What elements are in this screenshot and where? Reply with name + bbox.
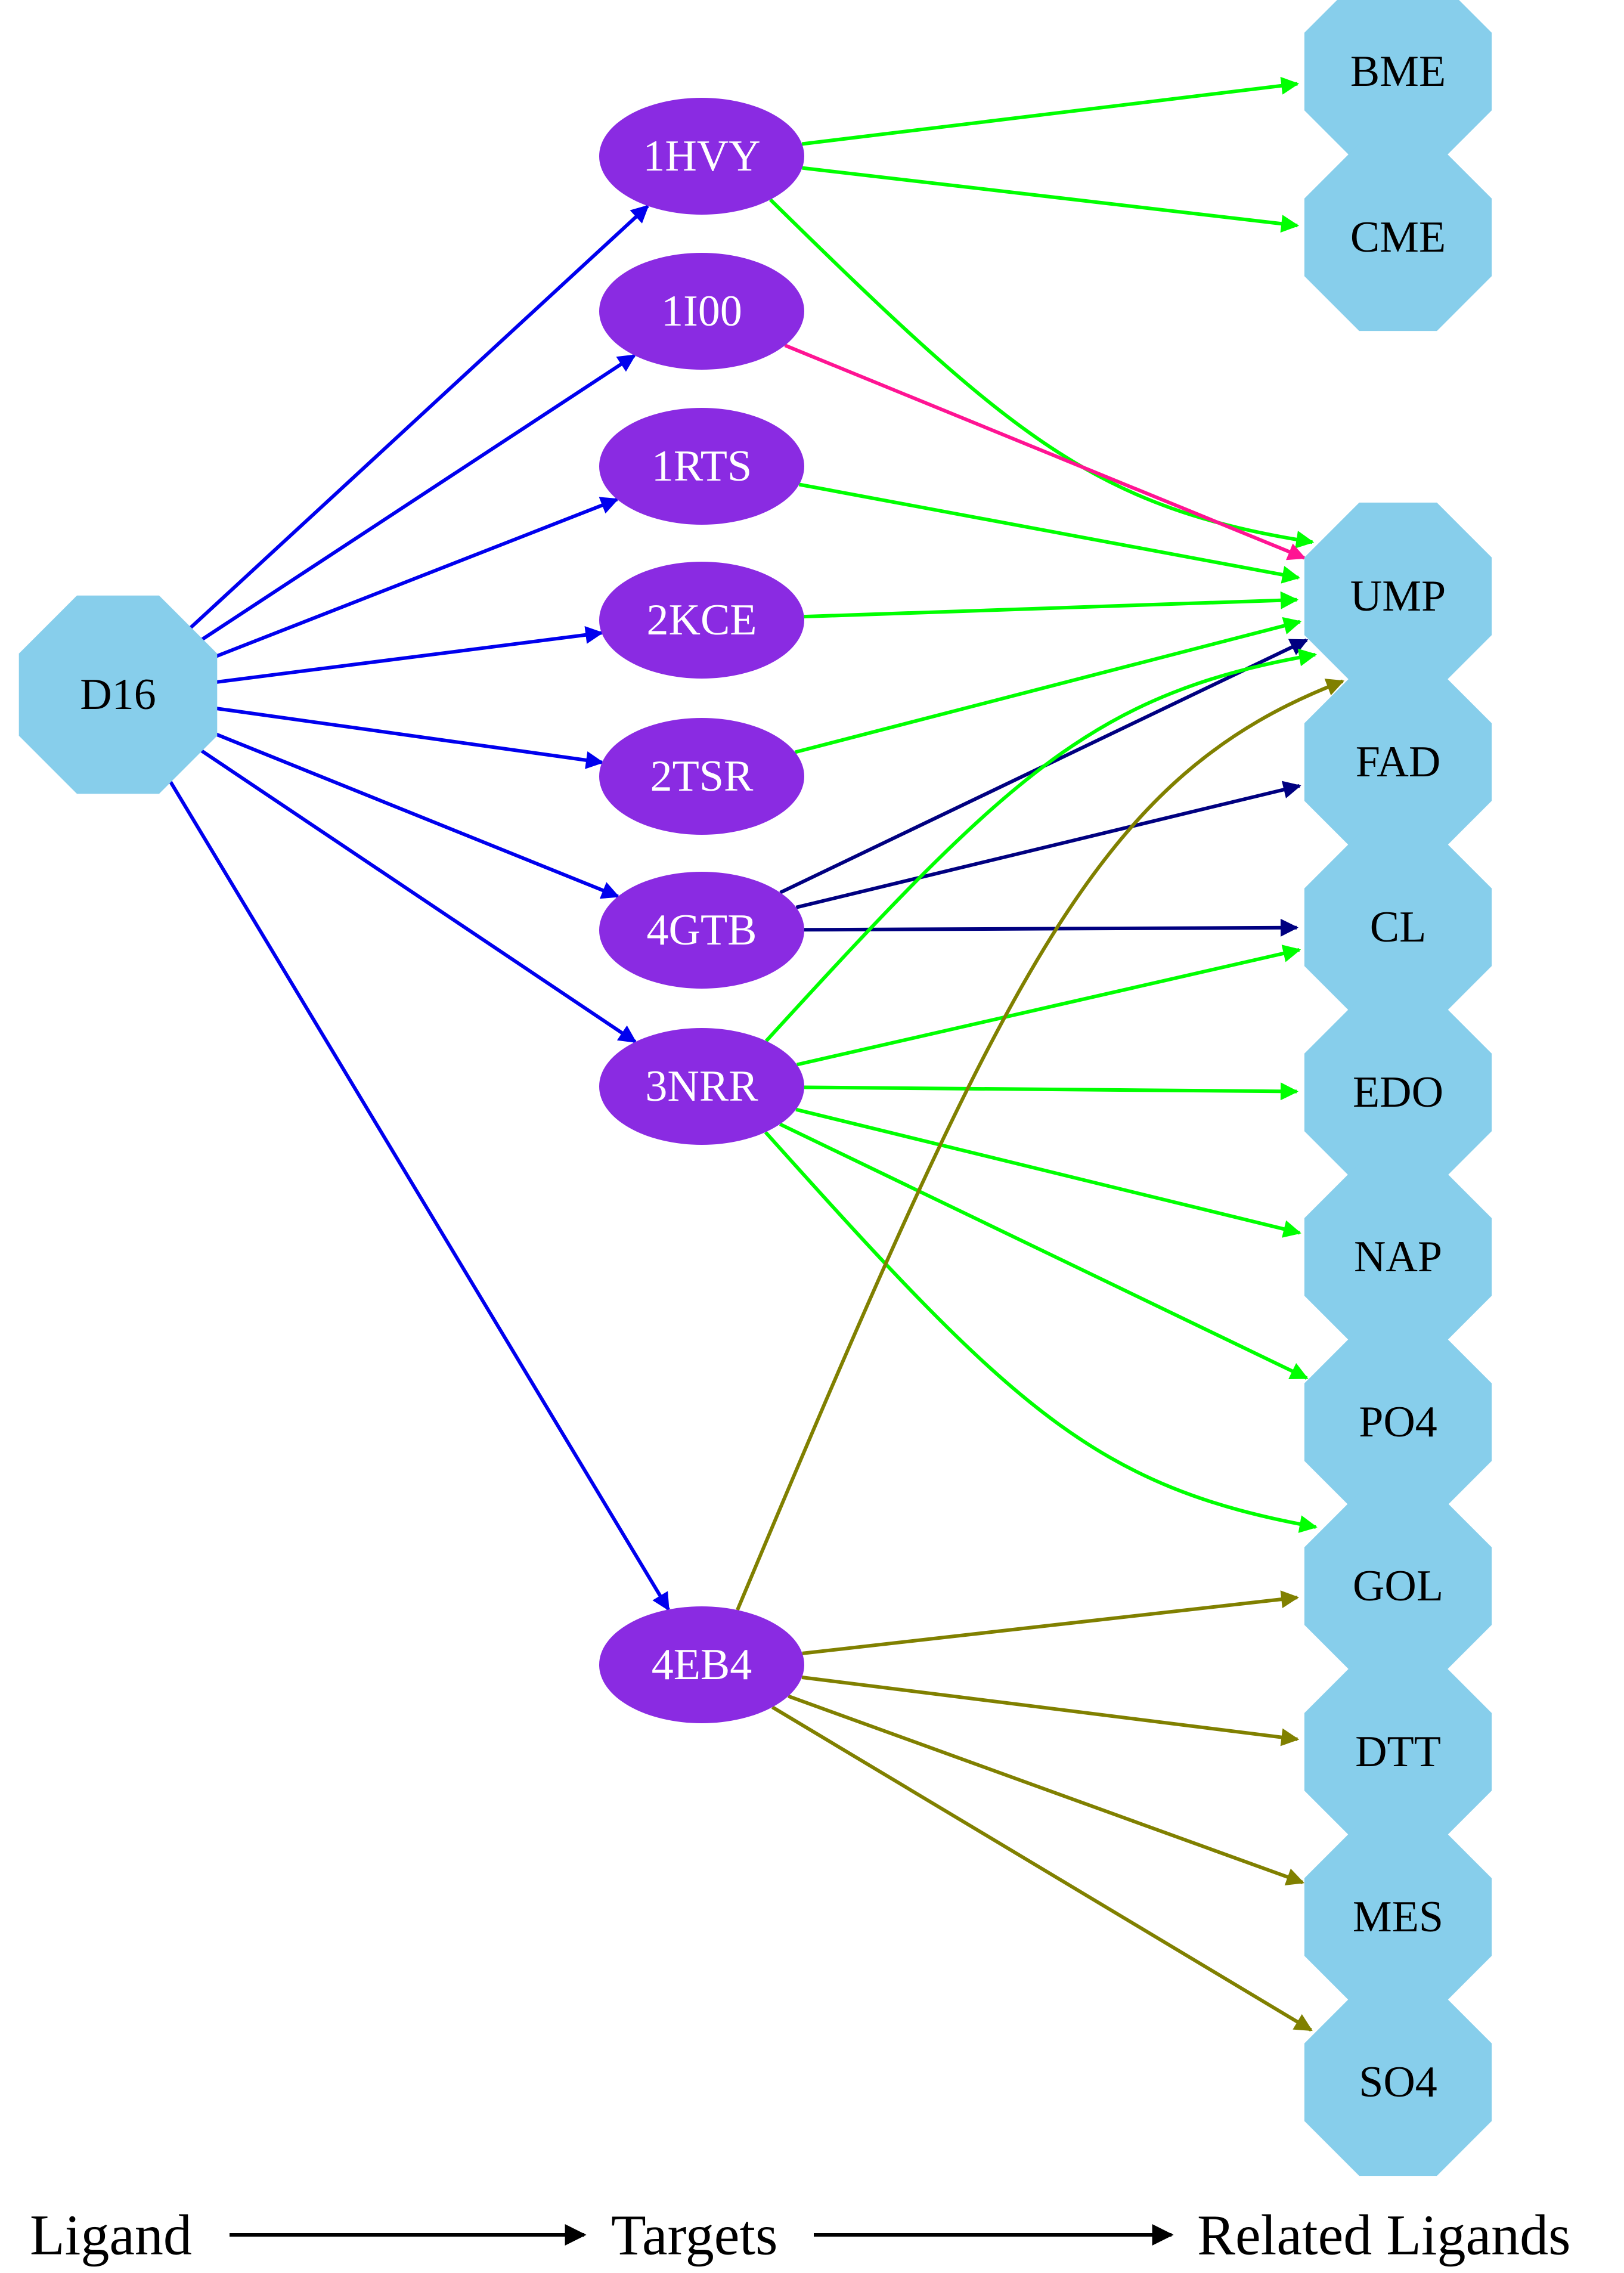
edge-1i00-to-ump	[784, 343, 1306, 560]
related-ligand-node-so4: SO4	[1304, 1988, 1492, 2176]
related-ligand-node-nap-label: NAP	[1354, 1233, 1442, 1281]
target-node-1hvy-label: 1HVY	[643, 132, 760, 181]
related-ligand-node-dtt-shape	[1304, 1658, 1492, 1846]
related-ligand-node-mes-label: MES	[1353, 1893, 1443, 1941]
legend: Ligand Targets Related Ligands	[30, 2203, 1570, 2267]
related-ligand-node-so4-shape	[1304, 1988, 1492, 2176]
target-node-1rts-shape	[599, 408, 804, 525]
related-ligand-node-po4: PO4	[1304, 1328, 1492, 1516]
target-node-1hvy-shape	[599, 98, 804, 215]
edge-3nrr-to-edo	[804, 1082, 1298, 1101]
target-node-2kce: 2KCE	[599, 562, 804, 679]
source-ligand-node: D16	[18, 595, 218, 794]
related-ligand-node-cme: CME	[1304, 143, 1492, 332]
legend-ligand-label: Ligand	[30, 2203, 192, 2267]
edge-4eb4-to-ump	[736, 679, 1345, 1611]
edge-d16-to-1i00	[176, 354, 636, 657]
edge-d16-to-4eb4	[153, 755, 670, 1611]
related-ligand-node-edo-shape	[1304, 998, 1492, 1187]
target-node-1rts-label: 1RTS	[652, 442, 752, 491]
related-ligand-node-fad-label: FAD	[1356, 738, 1441, 786]
target-node-2tsr-shape	[599, 718, 804, 835]
target-node-3nrr-label: 3NRR	[645, 1062, 758, 1111]
target-node-4gtb-label: 4GTB	[647, 906, 757, 955]
related-ligand-node-so4-label: SO4	[1359, 2058, 1437, 2107]
related-ligand-node-bme-label: BME	[1350, 47, 1446, 96]
related-ligand-node-cl-shape	[1304, 833, 1492, 1021]
related-ligand-node-bme: BME	[1304, 0, 1492, 166]
target-node-2tsr-label: 2TSR	[650, 752, 754, 801]
target-node-1hvy: 1HVY	[599, 98, 804, 215]
target-node-3nrr-shape	[599, 1028, 804, 1145]
edge-2kce-to-ump	[804, 591, 1299, 619]
related-ligand-node-ump-shape	[1304, 502, 1492, 690]
related-ligand-node-nap: NAP	[1304, 1163, 1492, 1351]
edge-d16-to-2tsr	[188, 702, 604, 769]
related-ligand-node-cl: CL	[1304, 833, 1492, 1021]
target-node-2kce-label: 2KCE	[647, 596, 757, 645]
target-node-4gtb-shape	[599, 872, 804, 989]
related-ligand-node-dtt-label: DTT	[1355, 1727, 1441, 1776]
target-node-4eb4: 4EB4	[599, 1606, 804, 1723]
related-ligand-node-bme-shape	[1304, 0, 1492, 166]
edge-3nrr-to-po4	[779, 1122, 1309, 1380]
related-ligand-node-cme-shape	[1304, 143, 1492, 332]
target-node-1rts: 1RTS	[599, 408, 804, 525]
related-ligand-node-mes-shape	[1304, 1823, 1492, 2011]
legend-related-label: Related Ligands	[1197, 2203, 1570, 2267]
related-ligand-node-nap-shape	[1304, 1163, 1492, 1351]
target-node-4gtb: 4GTB	[599, 872, 804, 989]
related-ligand-node-cme-label: CME	[1350, 213, 1446, 262]
related-ligand-node-cl-label: CL	[1370, 903, 1427, 952]
related-ligand-node-fad-shape	[1304, 668, 1492, 856]
edge-4gtb-to-cl	[804, 918, 1298, 937]
target-node-3nrr: 3NRR	[599, 1028, 804, 1145]
related-ligand-node-gol: GOL	[1304, 1492, 1492, 1680]
legend-targets-label: Targets	[611, 2203, 777, 2267]
nodes-layer: D16 1HVY 1I00 1RTS 2KCE 2TSR 4GTB 3NRR 4EB4 BME CM…	[18, 0, 1492, 2176]
edge-d16-to-1hvy	[169, 205, 649, 648]
target-node-1i00-label: 1I00	[661, 287, 742, 336]
edge-d16-to-4gtb	[184, 720, 620, 899]
target-node-4eb4-label: 4EB4	[652, 1640, 752, 1689]
source-ligand-node-shape	[18, 595, 218, 794]
edges-layer	[153, 76, 1345, 2032]
edge-d16-to-1rts	[184, 497, 619, 671]
edge-d16-to-2kce	[188, 625, 604, 688]
related-ligand-node-edo: EDO	[1304, 998, 1492, 1187]
related-ligand-node-ump: UMP	[1304, 502, 1492, 690]
edge-1hvy-to-cme	[802, 166, 1300, 233]
target-node-1i00: 1I00	[599, 253, 804, 370]
edge-d16-to-3nrr	[176, 733, 637, 1043]
related-ligand-node-gol-label: GOL	[1353, 1562, 1443, 1611]
target-node-1i00-shape	[599, 253, 804, 370]
related-ligand-node-po4-label: PO4	[1359, 1398, 1437, 1447]
edge-2tsr-to-ump	[794, 617, 1302, 754]
related-ligand-node-gol-shape	[1304, 1492, 1492, 1680]
edge-4eb4-to-gol	[802, 1590, 1300, 1655]
source-ligand-node-label: D16	[80, 670, 156, 719]
edge-3nrr-to-nap	[795, 1107, 1301, 1238]
related-ligand-node-fad: FAD	[1304, 668, 1492, 856]
target-node-4eb4-shape	[599, 1606, 804, 1723]
related-ligand-node-dtt: DTT	[1304, 1658, 1492, 1846]
target-node-2kce-shape	[599, 562, 804, 679]
edge-1rts-to-ump	[798, 482, 1300, 584]
edge-4eb4-to-mes	[788, 1694, 1305, 1886]
edge-3nrr-to-cl	[796, 944, 1301, 1067]
edge-1hvy-to-bme	[801, 76, 1300, 146]
edge-4gtb-to-fad	[795, 781, 1301, 909]
related-ligand-node-po4-shape	[1304, 1328, 1492, 1516]
edge-3nrr-to-ump	[764, 648, 1317, 1042]
target-node-2tsr: 2TSR	[599, 718, 804, 835]
related-ligand-node-ump-label: UMP	[1350, 572, 1446, 621]
edge-4eb4-to-so4	[771, 1705, 1313, 2032]
edge-3nrr-to-gol	[764, 1131, 1318, 1533]
edge-4eb4-to-dtt	[801, 1676, 1300, 1746]
related-ligand-node-edo-label: EDO	[1353, 1068, 1443, 1117]
related-ligand-node-mes: MES	[1304, 1823, 1492, 2011]
